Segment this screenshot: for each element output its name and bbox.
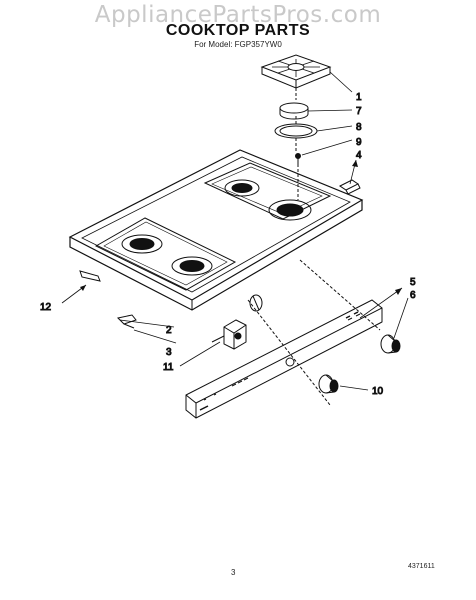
control-panel (185, 299, 383, 419)
diagram-title: COOKTOP PARTS (165, 22, 311, 39)
burner-grate (260, 54, 332, 89)
arrow-heads (80, 160, 402, 295)
control-knob-front (318, 374, 339, 394)
alignment-line (295, 88, 299, 200)
drawing-number: 4371611 (408, 563, 435, 570)
watermark: AppliancePartsPros.com (94, 2, 382, 28)
clip-part-12 (79, 270, 101, 282)
callout-5: 5 (410, 277, 416, 288)
valve (211, 319, 247, 350)
burner-rear-right (268, 199, 312, 221)
callout-1: 1 (356, 92, 362, 103)
model-subtitle: For Model: FGP357YW0 (194, 40, 282, 49)
leader-lines (61, 71, 409, 391)
callout-4: 4 (356, 150, 362, 161)
callout-9: 9 (356, 137, 362, 148)
burner-front-right (171, 256, 213, 276)
grommet (249, 294, 263, 312)
mounting-guide-lines (247, 259, 381, 406)
callout-6: 6 (410, 290, 416, 301)
burner-front-left (121, 234, 163, 254)
burner-cap (279, 102, 309, 120)
cooktop-panel (68, 149, 364, 311)
screw (295, 153, 301, 164)
burner-ring (274, 123, 318, 139)
clip-part-4 (339, 179, 361, 195)
spring-clip (116, 314, 137, 329)
callout-3: 3 (166, 347, 172, 358)
callout-12: 12 (40, 302, 52, 313)
burner-rear-left (224, 179, 260, 197)
callout-2: 2 (166, 325, 172, 336)
callout-10: 10 (372, 386, 384, 397)
callout-11: 11 (163, 362, 174, 373)
callout-7: 7 (356, 106, 362, 117)
control-knob-side (380, 334, 401, 354)
page-number: 3 (231, 568, 236, 577)
callout-8: 8 (356, 122, 362, 133)
